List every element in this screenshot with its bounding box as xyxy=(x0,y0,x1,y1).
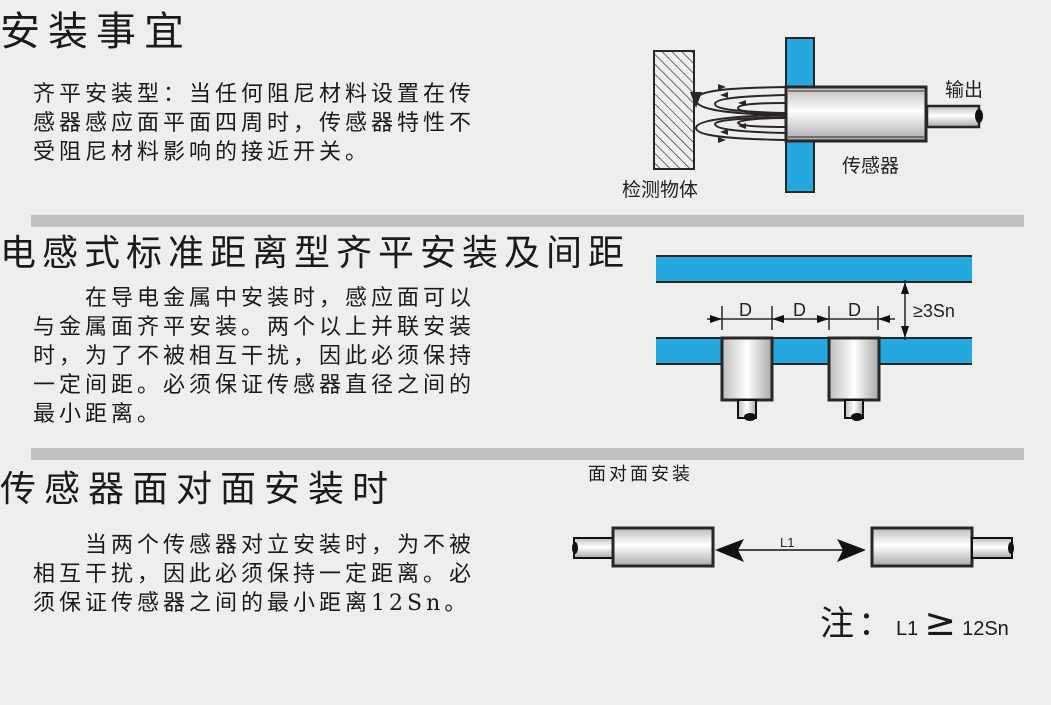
face-to-face-diagram: L1 xyxy=(572,526,1014,568)
distance-note: 注：L1≥12Sn xyxy=(820,596,1009,645)
target-object xyxy=(653,50,695,170)
sensor-body xyxy=(784,85,928,143)
section3-title: 传感器面对面安装时 xyxy=(0,469,397,510)
right-sensor-cable xyxy=(971,537,1013,559)
left-sensor-cable xyxy=(573,537,615,559)
sensor-cable xyxy=(925,104,981,129)
section2-paragraph: 在导电金属中安装时，感应面可以 与金属面齐平安装。两个以上并联安装 时，为了不被… xyxy=(33,284,475,429)
target-label: 检测物体 xyxy=(622,179,698,201)
sensor-2 xyxy=(827,336,881,402)
field-arrows xyxy=(718,84,746,143)
magnetic-field-lines xyxy=(690,86,787,141)
paragraph-line: 须保证传感器之间的最小距离12Sn。 xyxy=(33,591,471,616)
paragraph-line: 时，为了不被相互干扰，因此必须保持 xyxy=(33,344,476,369)
note-rhs: 12Sn xyxy=(962,618,1009,640)
distance-label: L1 xyxy=(780,535,794,550)
note-lhs: L1 xyxy=(896,618,919,640)
face-to-face-caption: 面对面安装 xyxy=(588,464,693,485)
dim-label-d2: D xyxy=(793,300,806,320)
section1-title: 安装事宜 xyxy=(0,9,192,55)
top-metal-plate xyxy=(656,256,972,282)
dim-label-d3: D xyxy=(848,300,861,320)
dim-label-d1: D xyxy=(739,300,752,320)
paragraph-line: 相互干扰，因此必须保持一定距离。必 xyxy=(33,562,476,587)
right-sensor xyxy=(870,526,974,568)
paragraph-line: 受阻尼材料影响的接近开关。 xyxy=(33,140,372,165)
left-arrowhead xyxy=(715,539,744,562)
spacing-diagram: D D D ≥3Sn xyxy=(656,255,972,421)
note-symbol: ≥ xyxy=(924,600,957,644)
dimension-lines xyxy=(707,280,906,340)
sensor-label: 传感器 xyxy=(842,155,899,177)
paragraph-line: 当两个传感器对立安装时，为不被 xyxy=(33,533,476,558)
dimension-arrows xyxy=(710,282,909,338)
right-arrowhead xyxy=(837,539,866,562)
section2-title: 电感式标准距离型齐平安装及间距 xyxy=(0,233,631,274)
paragraph-line: 最小距离。 xyxy=(33,402,164,427)
section-divider xyxy=(31,215,1024,227)
sensor-1 xyxy=(720,336,774,402)
left-sensor xyxy=(611,526,715,568)
output-label: 输出 xyxy=(945,79,983,101)
paragraph-line: 在导电金属中安装时，感应面可以 xyxy=(33,286,476,311)
section-divider xyxy=(31,448,1024,460)
note-prefix: 注： xyxy=(820,604,896,644)
section1-paragraph: 齐平安装型：当任何阻尼材料设置在传 感器感应面平面四周时，传感器特性不 受阻尼材… xyxy=(33,80,475,167)
paragraph-line: 感器感应面平面四周时，传感器特性不 xyxy=(33,111,476,136)
bottom-metal-plate xyxy=(656,338,972,364)
paragraph-line: 齐平安装型：当任何阻尼材料设置在传 xyxy=(33,82,476,107)
paragraph-line: 一定间距。必须保证传感器直径之间的 xyxy=(33,373,476,398)
flush-mount-diagram: 检测物体 传感器 输出 xyxy=(622,37,983,201)
paragraph-line: 与金属面齐平安装。两个以上并联安装 xyxy=(33,315,476,340)
section3-paragraph: 当两个传感器对立安装时，为不被 相互干扰，因此必须保持一定距离。必 须保证传感器… xyxy=(33,531,475,618)
gap-label: ≥3Sn xyxy=(913,301,955,321)
